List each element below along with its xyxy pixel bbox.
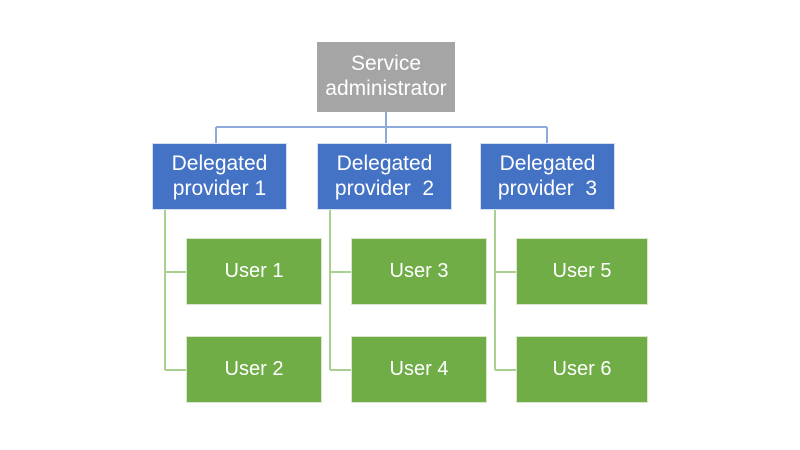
node-service-administrator-label: Service administrator bbox=[325, 52, 447, 100]
node-delegated-provider-2-label: Delegated provider 2 bbox=[334, 151, 435, 200]
node-user-5[interactable]: User 5 bbox=[516, 238, 648, 305]
node-user-2-label: User 2 bbox=[224, 357, 284, 380]
node-delegated-provider-3[interactable]: Delegated provider 3 bbox=[480, 143, 615, 210]
node-delegated-provider-1-label: Delegated provider 1 bbox=[171, 151, 268, 200]
node-user-4[interactable]: User 4 bbox=[351, 336, 487, 403]
node-user-1[interactable]: User 1 bbox=[186, 238, 322, 305]
node-user-6[interactable]: User 6 bbox=[516, 336, 648, 403]
node-user-3[interactable]: User 3 bbox=[351, 238, 487, 305]
node-delegated-provider-3-label: Delegated provider 3 bbox=[497, 151, 598, 200]
node-user-4-label: User 4 bbox=[389, 357, 449, 380]
node-delegated-provider-1[interactable]: Delegated provider 1 bbox=[152, 143, 287, 210]
node-user-5-label: User 5 bbox=[552, 259, 612, 282]
node-user-2[interactable]: User 2 bbox=[186, 336, 322, 403]
node-user-1-label: User 1 bbox=[224, 259, 284, 282]
node-service-administrator[interactable]: Service administrator bbox=[317, 42, 455, 112]
node-user-6-label: User 6 bbox=[552, 357, 612, 380]
node-delegated-provider-2[interactable]: Delegated provider 2 bbox=[317, 143, 452, 210]
node-user-3-label: User 3 bbox=[389, 259, 449, 282]
